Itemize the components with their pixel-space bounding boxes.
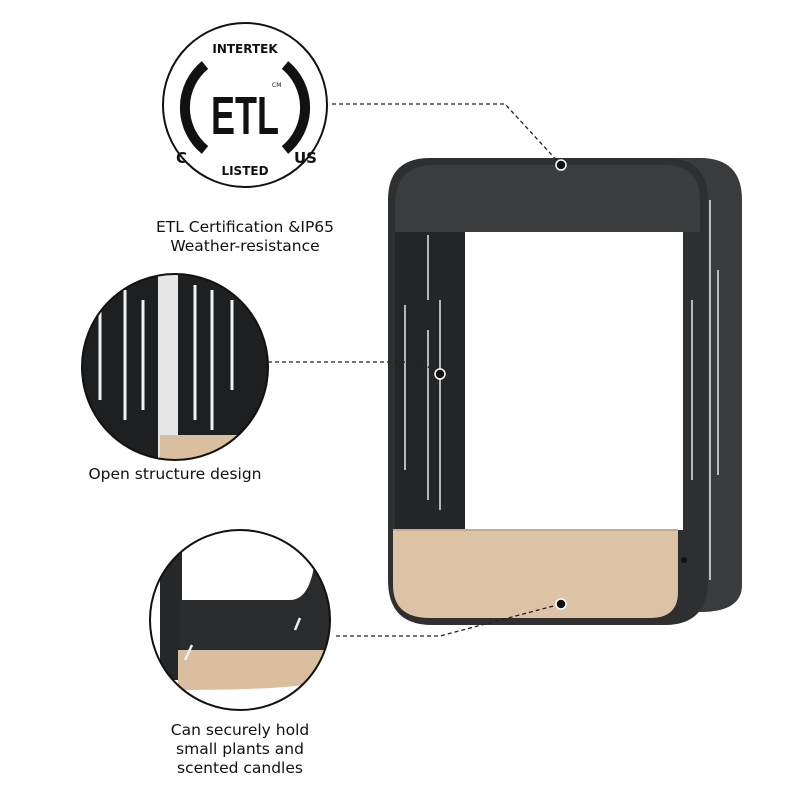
caption-line: Can securely hold [170,721,310,739]
logo-left: C [176,149,187,167]
logo-mark: ETL [211,86,279,146]
callout-dot-3 [555,598,567,610]
caption-line: scented candles [177,759,303,777]
caption-line: ETL Certification &IP65 [155,218,335,236]
callout-line-2 [268,361,441,375]
callout-dot-2 [434,368,446,380]
logo-top: INTERTEK [212,42,278,56]
logo-right: US [294,149,317,167]
feature-caption-structure: Open structure design [60,465,290,484]
logo-cm: CM [272,82,281,89]
etl-logo: ETL CM INTERTEK LISTED C US [162,22,328,188]
logo-bottom: LISTED [221,164,268,178]
open-structure-detail [81,273,269,461]
callout-line-1 [332,103,562,166]
feature-caption-etl: ETL Certification &IP65 Weather-resistan… [130,218,360,256]
caption-line: Weather-resistance [170,237,320,255]
shelf-detail [149,529,331,711]
wall-lamp-product [388,158,742,625]
callout-dot-1 [555,159,567,171]
caption-line: small plants and [176,740,304,758]
feature-caption-shelf: Can securely hold small plants and scent… [125,721,355,778]
caption-line: Open structure design [88,465,262,483]
